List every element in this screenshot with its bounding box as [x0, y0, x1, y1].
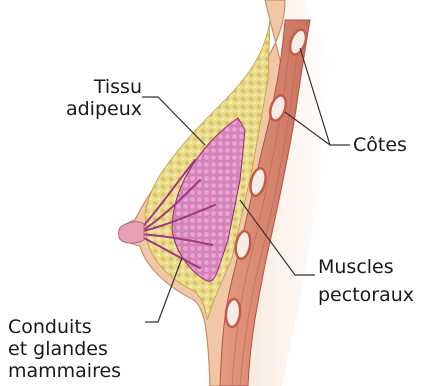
- label-muscles-line2: pectoraux: [318, 284, 414, 306]
- label-conduits-line3: mammaires: [8, 360, 121, 382]
- label-tissu-line2: adipeux: [60, 98, 142, 120]
- label-adipose-tissue: Tissu adipeux: [60, 76, 142, 120]
- nipple: [119, 222, 144, 243]
- label-conduits-line1: Conduits: [8, 316, 121, 338]
- label-conduits-line2: et glandes: [8, 338, 121, 360]
- label-pectoral-muscles: Muscles pectoraux: [318, 256, 414, 306]
- label-tissu-line1: Tissu: [60, 76, 142, 98]
- label-muscles-line1: Muscles: [318, 256, 414, 278]
- label-ribs: Côtes: [353, 134, 407, 156]
- label-ducts-glands: Conduits et glandes mammaires: [8, 316, 121, 382]
